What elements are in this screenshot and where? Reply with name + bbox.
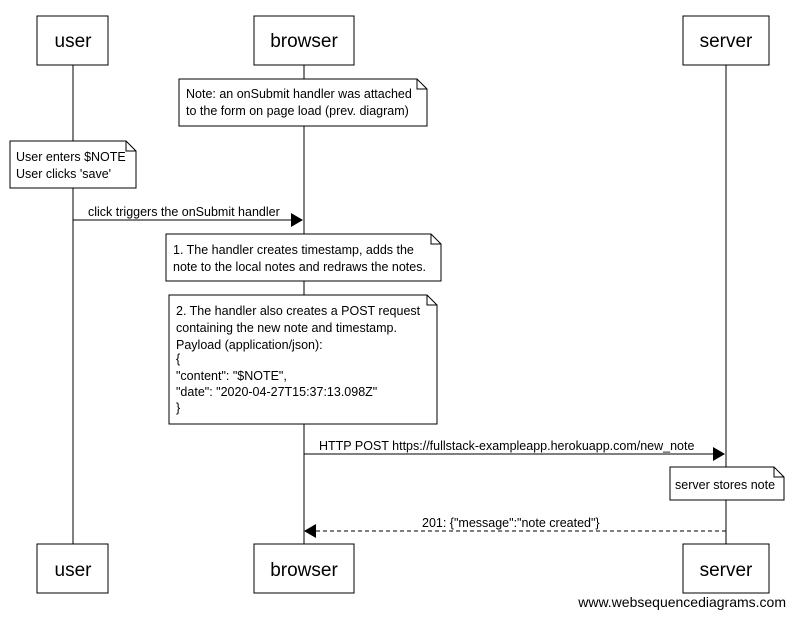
svg-text:server: server	[700, 31, 753, 52]
note-line: containing the new note and timestamp.	[176, 321, 397, 335]
actor-user-bottom: user	[36, 543, 109, 594]
note-handler-step-1: 1. The handler creates timestamp, adds t…	[165, 233, 442, 282]
actor-browser-bottom: browser	[253, 543, 355, 594]
actor-server-bottom: server	[682, 543, 770, 594]
note-line: 1. The handler creates timestamp, adds t…	[173, 243, 414, 257]
message-http-post: HTTP POST https://fullstack-exampleapp.h…	[304, 439, 725, 461]
note-onsubmit: Note: an onSubmit handler was attached t…	[178, 78, 428, 127]
note-line: 2. The handler also creates a POST reque…	[176, 304, 421, 318]
message-click: click triggers the onSubmit handler	[73, 205, 303, 227]
note-line: Payload (application/json):	[176, 338, 323, 352]
note-line: User enters $NOTE	[16, 150, 126, 164]
svg-text:201: {"message":"note created": 201: {"message":"note created"}	[422, 516, 600, 530]
svg-text:browser: browser	[270, 31, 338, 52]
note-line: note to the local notes and redraws the …	[173, 260, 426, 274]
svg-text:user: user	[55, 560, 93, 581]
note-user-action: User enters $NOTE User clicks 'save'	[9, 140, 137, 189]
svg-text:user: user	[55, 31, 93, 52]
note-line: server stores note	[675, 478, 775, 492]
note-line: "content": "$NOTE",	[176, 369, 287, 383]
note-server-store: server stores note	[669, 466, 785, 501]
svg-text:HTTP POST https://fullstack-ex: HTTP POST https://fullstack-exampleapp.h…	[319, 439, 694, 453]
credit-text: www.websequencediagrams.com	[577, 594, 786, 610]
svg-text:browser: browser	[270, 560, 338, 581]
note-line: {	[176, 352, 180, 366]
svg-text:click triggers the onSubmit ha: click triggers the onSubmit handler	[88, 205, 280, 219]
note-handler-step-2: 2. The handler also creates a POST reque…	[168, 294, 438, 425]
actor-browser-top: browser	[253, 15, 355, 66]
svg-text:server: server	[700, 560, 753, 581]
note-line: "date": "2020-04-27T15:37:13.098Z"	[176, 385, 377, 399]
note-line: to the form on page load (prev. diagram)	[186, 104, 409, 118]
note-line: User clicks 'save'	[16, 167, 111, 181]
message-response: 201: {"message":"note created"}	[304, 516, 726, 538]
note-line: Note: an onSubmit handler was attached	[186, 87, 412, 101]
note-line: }	[176, 401, 180, 415]
actor-user-top: user	[36, 15, 109, 66]
actor-server-top: server	[682, 15, 770, 66]
